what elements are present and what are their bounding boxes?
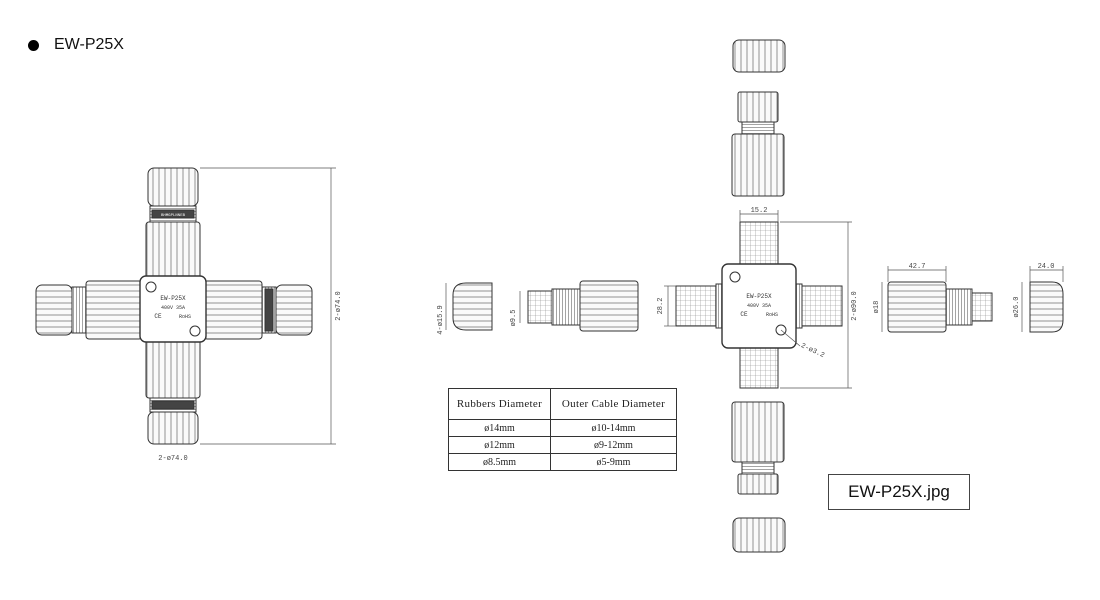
- exploded-right-terminal: [797, 285, 843, 327]
- exploded-bottom-cap: [732, 517, 786, 553]
- spec-table: Rubbers Diameter Outer Cable Diameter ø1…: [448, 388, 677, 471]
- table-row: ø8.5mm ø5-9mm: [448, 453, 677, 471]
- exploded-screw-hole-top-left: [729, 271, 741, 283]
- table-cell: ø8.5mm: [448, 453, 551, 471]
- front-center-body: [139, 275, 207, 343]
- header-outer-cable-diameter: Outer Cable Diameter: [550, 388, 677, 420]
- front-right-band: [264, 288, 274, 332]
- exploded-top-thread: [741, 121, 775, 135]
- front-label-line-2: 400V 35A: [161, 305, 185, 311]
- front-dimension-lines: [200, 167, 336, 445]
- dim-gland-height: ø9.5: [510, 310, 518, 327]
- table-cell: ø10-14mm: [550, 419, 677, 437]
- exploded-right-cap: [1029, 281, 1064, 333]
- exploded-label-line-4: RoHS: [766, 312, 778, 318]
- product-heading: EW-P25X: [28, 36, 124, 54]
- exploded-right-insert: [971, 292, 993, 322]
- dim-left-height: 28.2: [657, 298, 665, 315]
- front-dim-height: 2-ø74.0: [335, 291, 343, 320]
- dim-nut-height: 4-ø15.9: [437, 305, 445, 334]
- exploded-top-terminal: [739, 221, 779, 265]
- front-bottom-gland: [145, 337, 201, 399]
- front-bottom-band: [151, 400, 195, 410]
- dim-hole: 2-ø3.2: [799, 342, 825, 360]
- bullet-icon: [28, 39, 39, 51]
- front-screw-hole-bottom-right: [189, 325, 201, 337]
- exploded-left-cap: [452, 282, 493, 331]
- exploded-right-thread: [945, 288, 973, 326]
- exploded-bottom-thread: [741, 461, 775, 475]
- exploded-dimension-lines: [445, 210, 1064, 389]
- exploded-view-assembly: [452, 39, 1064, 553]
- front-top-band: [151, 209, 195, 219]
- front-label-line-3: CE: [154, 313, 162, 320]
- front-top-gland: [145, 221, 201, 281]
- front-screw-hole-top-left: [145, 281, 157, 293]
- table-cell: ø9-12mm: [550, 436, 677, 454]
- exploded-bottom-insert: [737, 473, 779, 495]
- table-cell: ø14mm: [448, 419, 551, 437]
- table-cell: ø5-9mm: [550, 453, 677, 471]
- table-row: ø14mm ø10-14mm: [448, 419, 677, 437]
- exploded-left-insert: [527, 290, 553, 324]
- front-right-gland: [203, 280, 263, 340]
- exploded-left-thread: [551, 288, 581, 326]
- exploded-top-gland: [731, 133, 785, 197]
- front-view-assembly: [35, 167, 313, 445]
- exploded-body-label: EW-P25X 400V 35A CE RoHS: [740, 293, 778, 318]
- exploded-bottom-terminal: [739, 347, 779, 389]
- exploded-right-gland: [887, 281, 947, 333]
- exploded-left-gland: [579, 280, 639, 332]
- spec-table-header: Rubbers Diameter Outer Cable Diameter: [448, 388, 677, 420]
- front-bottom-cap: [147, 411, 199, 445]
- front-right-cap: [275, 284, 313, 336]
- dim-right-height: 2-ø90.0: [851, 291, 859, 320]
- dim-right-gland-height: ø18: [873, 301, 881, 314]
- table-row: ø12mm ø9-12mm: [448, 436, 677, 454]
- front-top-cap: [147, 167, 199, 207]
- file-name-label: EW-P25X.jpg: [828, 474, 970, 510]
- dim-cap-height: ø26.0: [1013, 296, 1021, 317]
- table-cell: ø12mm: [448, 436, 551, 454]
- front-left-collar: [71, 286, 87, 334]
- front-label-line-4: RoHS: [179, 314, 191, 320]
- exploded-label-line-3: CE: [740, 311, 748, 318]
- exploded-bottom-gland: [731, 401, 785, 463]
- front-label-line-1: EW-P25X: [160, 295, 186, 302]
- header-rubbers-diameter: Rubbers Diameter: [448, 388, 551, 420]
- dim-cap-width: 24.0: [1038, 263, 1055, 271]
- product-title: EW-P25X: [54, 36, 124, 53]
- exploded-label-line-2: 400V 35A: [747, 303, 771, 309]
- exploded-left-terminal: [675, 285, 721, 327]
- exploded-top-insert: [737, 91, 779, 123]
- front-body-label: EW-P25X 400V 35A CE RoHS: [154, 295, 191, 320]
- dim-right-gland-length: 42.7: [909, 263, 926, 271]
- exploded-top-cap: [732, 39, 786, 73]
- dim-top-width: 15.2: [751, 207, 768, 215]
- front-left-gland: [85, 280, 143, 340]
- exploded-label-line-1: EW-P25X: [746, 293, 772, 300]
- front-left-cap: [35, 284, 73, 336]
